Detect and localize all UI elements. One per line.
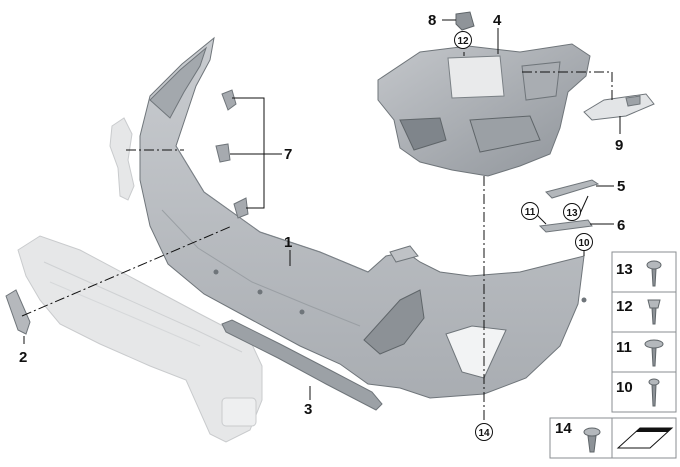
bolt-icon (648, 378, 660, 386)
lower-spoiler-strip (221, 319, 383, 411)
svg-text:14: 14 (555, 420, 572, 437)
clip-part-8 (455, 11, 475, 31)
svg-text:11: 11 (616, 339, 632, 356)
parallelogram-icon (616, 427, 674, 449)
bracket-part-9 (583, 93, 655, 121)
lower-trim-ghost (17, 235, 263, 443)
legend-item-14[interactable]: 14 (555, 420, 601, 453)
part-2-reflector (5, 289, 31, 335)
strip-part-5 (545, 179, 600, 199)
callout-12[interactable]: 12 (454, 31, 472, 49)
side-reflector-ghost (109, 117, 135, 201)
svg-text:10: 10 (578, 238, 590, 249)
label-6: 6 (617, 217, 625, 234)
svg-text:4: 4 (493, 12, 502, 29)
svg-text:12: 12 (616, 298, 633, 315)
bumper-carrier (377, 43, 591, 177)
callout-13[interactable]: 13 (563, 203, 581, 221)
label-1: 1 (284, 234, 292, 251)
svg-text:5: 5 (617, 178, 625, 195)
fastener-legend: 13 12 11 10 (611, 251, 677, 413)
expansion-rivet-icon (583, 427, 601, 437)
nut-icon (647, 299, 661, 309)
label-3: 3 (304, 401, 312, 418)
legend-frame-14 (549, 417, 613, 459)
callout-10[interactable]: 10 (575, 233, 593, 251)
washer-screw-icon (644, 339, 664, 349)
svg-text:7: 7 (284, 146, 292, 163)
svg-text:14: 14 (478, 428, 490, 439)
label-8: 8 (428, 12, 436, 29)
svg-text:6: 6 (617, 217, 625, 234)
callout-14[interactable]: 14 (475, 423, 493, 441)
svg-text:8: 8 (428, 12, 436, 29)
svg-text:11: 11 (525, 207, 536, 218)
svg-text:10: 10 (616, 379, 633, 396)
svg-text:13: 13 (566, 208, 578, 219)
svg-text:3: 3 (304, 401, 312, 418)
label-4: 4 (493, 12, 502, 29)
legend-item-13[interactable]: 13 (616, 260, 662, 287)
label-9: 9 (615, 137, 623, 154)
bumper-cover (139, 36, 587, 399)
screw-head-icon (646, 260, 662, 270)
svg-text:2: 2 (19, 349, 27, 366)
label-7: 7 (284, 146, 292, 163)
strip-part-6 (538, 219, 593, 233)
svg-text:13: 13 (616, 261, 633, 278)
label-5: 5 (617, 178, 625, 195)
label-2: 2 (19, 349, 27, 366)
svg-text:9: 9 (615, 137, 623, 154)
legend-item-11[interactable]: 11 (616, 339, 664, 367)
legend-item-12[interactable]: 12 (616, 298, 661, 325)
bracket-clips (215, 89, 249, 219)
svg-text:12: 12 (457, 36, 469, 47)
legend-item-10[interactable]: 10 (616, 378, 660, 407)
callout-11[interactable]: 11 (521, 202, 539, 220)
svg-text:1: 1 (284, 234, 292, 251)
fastener-legend-bottom: 14 (549, 417, 677, 459)
